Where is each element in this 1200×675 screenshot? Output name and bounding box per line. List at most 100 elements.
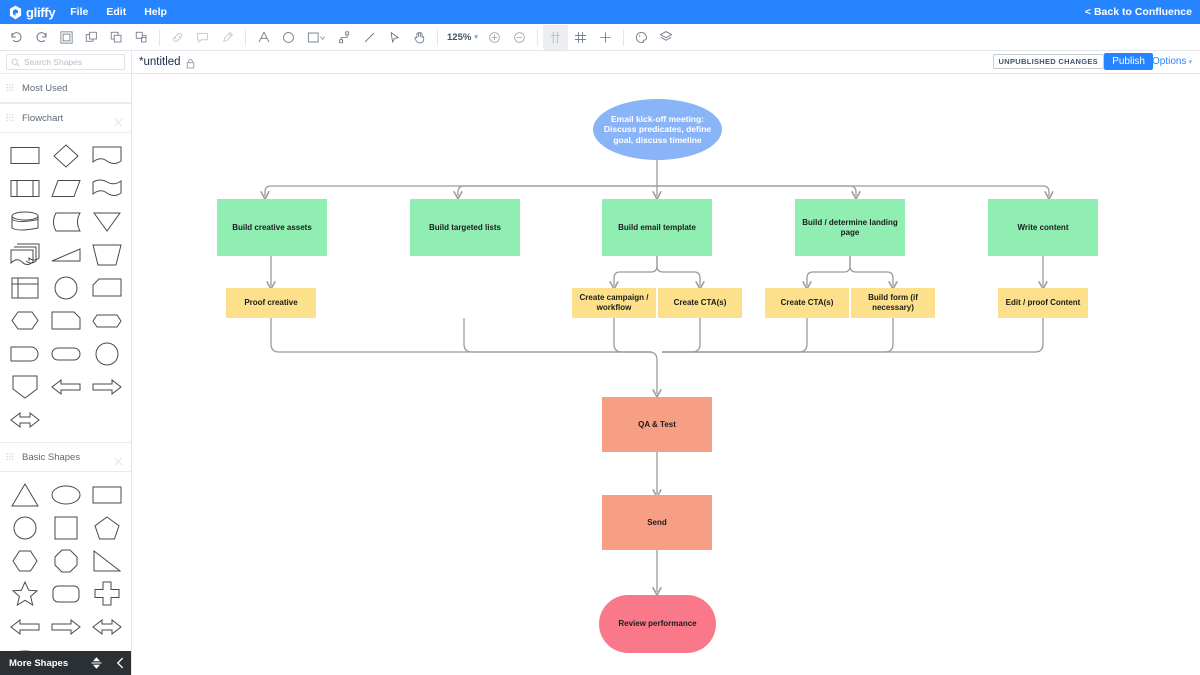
- grid-icon[interactable]: [568, 25, 593, 50]
- text-icon[interactable]: [251, 25, 276, 50]
- theme-icon[interactable]: [629, 25, 654, 50]
- group-icon[interactable]: [54, 25, 79, 50]
- connector-icon[interactable]: [332, 25, 357, 50]
- menu-file[interactable]: File: [70, 6, 89, 18]
- zoom-in-icon[interactable]: [482, 25, 507, 50]
- shape-circle[interactable]: [4, 511, 45, 544]
- menu-help[interactable]: Help: [144, 6, 167, 18]
- node-create-cta-1[interactable]: Create CTA(s): [658, 288, 742, 318]
- shape-rectangle[interactable]: [4, 139, 45, 172]
- layers-icon[interactable]: [654, 25, 679, 50]
- shape-hexagon[interactable]: [4, 544, 45, 577]
- chevron-left-icon[interactable]: [108, 651, 131, 675]
- node-build-creative-assets[interactable]: Build creative assets: [217, 199, 327, 256]
- shape-card[interactable]: [45, 304, 86, 337]
- shape-document[interactable]: [86, 139, 127, 172]
- shape-trapezoid[interactable]: [86, 238, 127, 271]
- shape-parallelogram[interactable]: [45, 172, 86, 205]
- node-create-campaign-workflow[interactable]: Create campaign / workflow: [572, 288, 656, 318]
- comment-icon[interactable]: [190, 25, 215, 50]
- send-to-back-icon[interactable]: [129, 25, 154, 50]
- redo-icon[interactable]: [29, 25, 54, 50]
- search-input[interactable]: Search Shapes: [6, 54, 125, 70]
- zoom-level-selector[interactable]: 125% ▾: [443, 32, 482, 43]
- node-build-form[interactable]: Build form (if necessary): [851, 288, 935, 318]
- toolbar-divider-4: [536, 28, 538, 46]
- shape-pentagon[interactable]: [86, 511, 127, 544]
- shape-arrow-double[interactable]: [4, 403, 45, 436]
- shape-database[interactable]: [4, 205, 45, 238]
- shape-square[interactable]: [45, 511, 86, 544]
- shape-flag-hexagon[interactable]: [86, 304, 127, 337]
- shape-arrow-right[interactable]: [45, 610, 86, 643]
- publish-button[interactable]: Publish: [1104, 53, 1153, 70]
- shape-stored-data[interactable]: [45, 205, 86, 238]
- sidebar-section-basic-shapes[interactable]: Basic Shapes: [0, 442, 131, 472]
- shape-internal-storage[interactable]: [4, 271, 45, 304]
- diagram-canvas[interactable]: Email kick-off meeting: Discuss predicat…: [132, 74, 1200, 675]
- shape-rectangle[interactable]: [86, 478, 127, 511]
- ellipse-icon[interactable]: [276, 25, 301, 50]
- shape-octagon[interactable]: [45, 544, 86, 577]
- shape-arrow-right[interactable]: [86, 370, 127, 403]
- toolbar-divider-1: [159, 28, 160, 46]
- node-build-landing-page[interactable]: Build / determine landing page: [795, 199, 905, 256]
- shape-stadium[interactable]: [45, 337, 86, 370]
- pointer-icon[interactable]: [382, 25, 407, 50]
- snap-icon[interactable]: [593, 25, 618, 50]
- shape-multi-process[interactable]: [4, 238, 45, 271]
- gliffy-logo[interactable]: gliffy: [0, 5, 61, 20]
- node-build-email-template[interactable]: Build email template: [602, 199, 712, 256]
- shape-multi-document[interactable]: [86, 172, 127, 205]
- shape-triangle[interactable]: [4, 478, 45, 511]
- rectangle-icon[interactable]: [301, 25, 332, 50]
- undo-icon[interactable]: [4, 25, 29, 50]
- shape-arrow-left[interactable]: [4, 610, 45, 643]
- bring-to-front-icon[interactable]: [104, 25, 129, 50]
- more-shapes-bar[interactable]: More Shapes: [0, 651, 131, 675]
- more-shapes-label: More Shapes: [9, 657, 69, 669]
- shape-right-triangle[interactable]: [86, 544, 127, 577]
- shape-circle-2[interactable]: [86, 337, 127, 370]
- line-icon[interactable]: [357, 25, 382, 50]
- node-proof-creative[interactable]: Proof creative: [226, 288, 316, 318]
- back-to-confluence-link[interactable]: < Back to Confluence: [1084, 6, 1192, 18]
- shape-arrow-left[interactable]: [45, 370, 86, 403]
- shape-hexagon[interactable]: [4, 304, 45, 337]
- node-create-cta-2[interactable]: Create CTA(s): [765, 288, 849, 318]
- collapse-expand-icon[interactable]: [84, 651, 108, 675]
- shape-cross[interactable]: [86, 577, 127, 610]
- node-kickoff[interactable]: Email kick-off meeting: Discuss predicat…: [593, 99, 722, 160]
- document-title[interactable]: *untitled: [139, 56, 181, 68]
- node-build-targeted-lists[interactable]: Build targeted lists: [410, 199, 520, 256]
- shape-star[interactable]: [4, 577, 45, 610]
- shape-delay[interactable]: [4, 337, 45, 370]
- shape-predefined-process[interactable]: [4, 172, 45, 205]
- shape-wedge[interactable]: [45, 238, 86, 271]
- node-edit-proof-content[interactable]: Edit / proof Content: [998, 288, 1088, 318]
- sidebar-section-most-used[interactable]: Most Used: [0, 73, 131, 103]
- shape-circle[interactable]: [45, 271, 86, 304]
- duplicate-icon[interactable]: [79, 25, 104, 50]
- node-qa-test[interactable]: QA & Test: [602, 397, 712, 452]
- guides-icon[interactable]: [542, 24, 568, 50]
- eyedropper-icon[interactable]: [215, 25, 240, 50]
- options-button[interactable]: Options▾: [1150, 53, 1194, 70]
- shape-diamond[interactable]: [45, 139, 86, 172]
- shape-triangle-down[interactable]: [86, 205, 127, 238]
- shape-pentagon-box[interactable]: [86, 271, 127, 304]
- node-review-performance[interactable]: Review performance: [599, 595, 716, 653]
- shape-arrow-double[interactable]: [86, 610, 127, 643]
- shape-rounded-rect[interactable]: [45, 577, 86, 610]
- menu-edit[interactable]: Edit: [106, 6, 127, 18]
- close-icon[interactable]: [114, 114, 123, 132]
- shape-ellipse[interactable]: [45, 478, 86, 511]
- sidebar-section-flowchart[interactable]: Flowchart: [0, 103, 131, 133]
- node-write-content[interactable]: Write content: [988, 199, 1098, 256]
- node-send[interactable]: Send: [602, 495, 712, 550]
- link-icon[interactable]: [165, 25, 190, 50]
- close-icon[interactable]: [114, 453, 123, 471]
- hand-icon[interactable]: [407, 25, 432, 50]
- shape-home-plate[interactable]: [4, 370, 45, 403]
- zoom-out-icon[interactable]: [507, 25, 532, 50]
